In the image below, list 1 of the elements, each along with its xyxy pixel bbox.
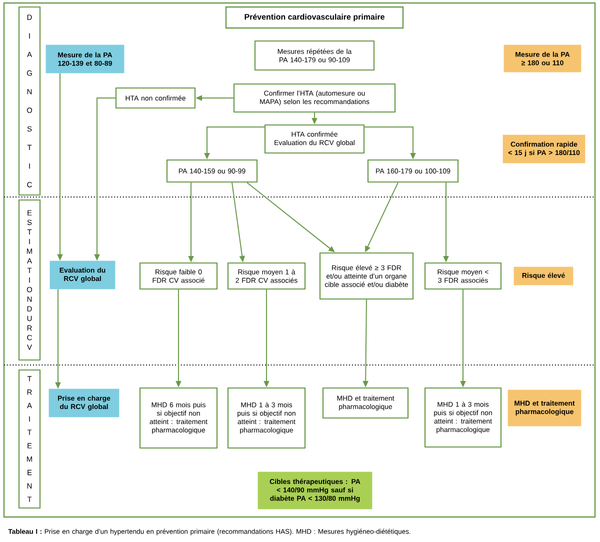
title-box: Prévention cardiovasculaire primaire <box>225 6 404 29</box>
